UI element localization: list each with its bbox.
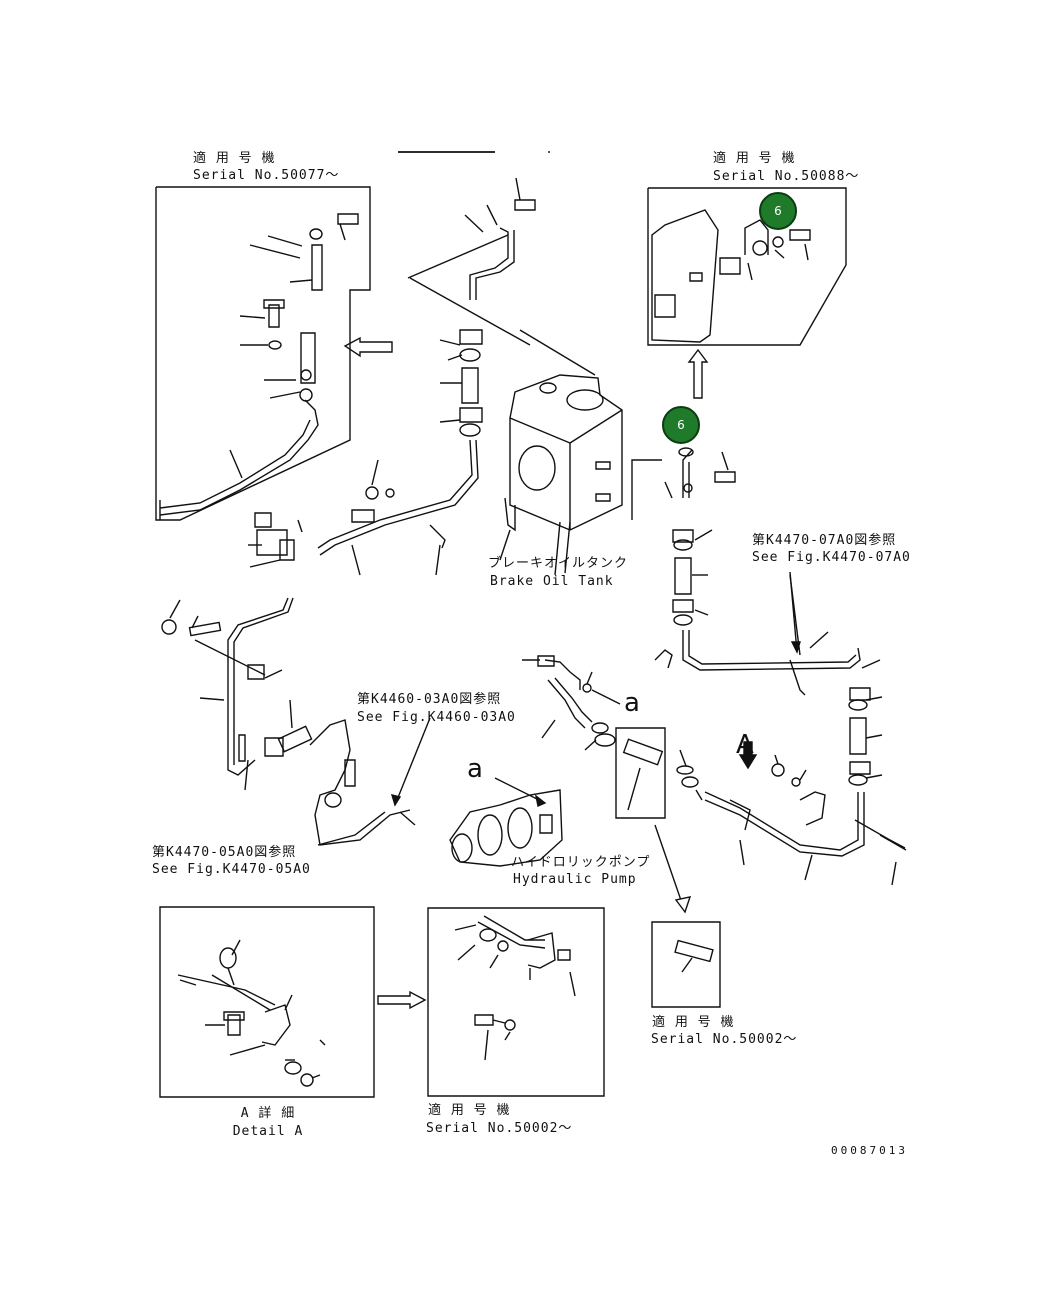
- serial-label-en: Serial No.50077～: [193, 168, 340, 183]
- pump-label-jp: ハイドロリックポンプ: [511, 855, 651, 870]
- arrow-right-icon: [378, 992, 425, 1008]
- hydraulic-pump: [450, 790, 562, 866]
- inset-frame-tank-side: [632, 460, 662, 520]
- view-a-letter: A: [736, 730, 754, 760]
- leader-to-serial-50002: [655, 825, 685, 912]
- ref-k4470-07-en: See Fig.K4470-07A0: [752, 550, 911, 565]
- inset-frame-detail-a: [160, 907, 374, 1097]
- callout-6-tank: 6: [662, 406, 700, 444]
- serial-label-jp: 適 用 号 機: [428, 1103, 511, 1118]
- serial-label-jp: 適 用 号 機: [652, 1015, 735, 1030]
- leader-k4460: [395, 718, 430, 805]
- arrow-left-icon: [345, 338, 392, 356]
- inset-frame-serial-50002-mid: [428, 908, 604, 1096]
- arrow-down-icon: [676, 897, 690, 912]
- detail-a-label-jp: A 詳 細: [240, 1106, 296, 1121]
- serial-label-jp: 適 用 号 機: [713, 151, 796, 166]
- leader-k4470-07: [790, 572, 797, 652]
- serial-label-en: Serial No.50002～: [651, 1032, 798, 1047]
- pump-label-en: Hydraulic Pump: [513, 872, 637, 887]
- inset-frame-serial-50002-right: [652, 922, 720, 1007]
- ref-k4470-05-jp: 第K4470-05A0図参照: [152, 845, 297, 860]
- serial-label-jp: 適 用 号 機: [193, 151, 276, 166]
- ref-k4470-05-en: See Fig.K4470-05A0: [152, 862, 311, 877]
- port-a-letter: a: [467, 754, 483, 784]
- ref-k4460-03-jp: 第K4460-03A0図参照: [357, 692, 502, 707]
- ref-k4470-07-jp: 第K4470-07A0図参照: [752, 533, 897, 548]
- view-a-arrow-icon: [740, 742, 756, 768]
- serial-label-en: Serial No.50002～: [426, 1121, 573, 1136]
- inset-frame-serial-50077: [156, 187, 370, 520]
- ref-k4460-03-en: See Fig.K4460-03A0: [357, 710, 516, 725]
- brake-tank-label-en: Brake Oil Tank: [490, 574, 614, 589]
- arrow-up-icon: [689, 350, 707, 398]
- inset-frame-hose: [616, 728, 665, 818]
- brake-oil-tank: [510, 375, 622, 530]
- serial-label-en: Serial No.50088～: [713, 169, 860, 184]
- port-a-letter: a: [624, 688, 640, 718]
- callout-6-top: 6: [759, 192, 797, 230]
- brake-tank-label-jp: ブレーキオイルタンク: [488, 556, 629, 571]
- inset-frame-serial-50088: [648, 188, 846, 345]
- drawing-number: 00087013: [831, 1144, 908, 1157]
- detail-a-label-en: Detail A: [232, 1124, 304, 1139]
